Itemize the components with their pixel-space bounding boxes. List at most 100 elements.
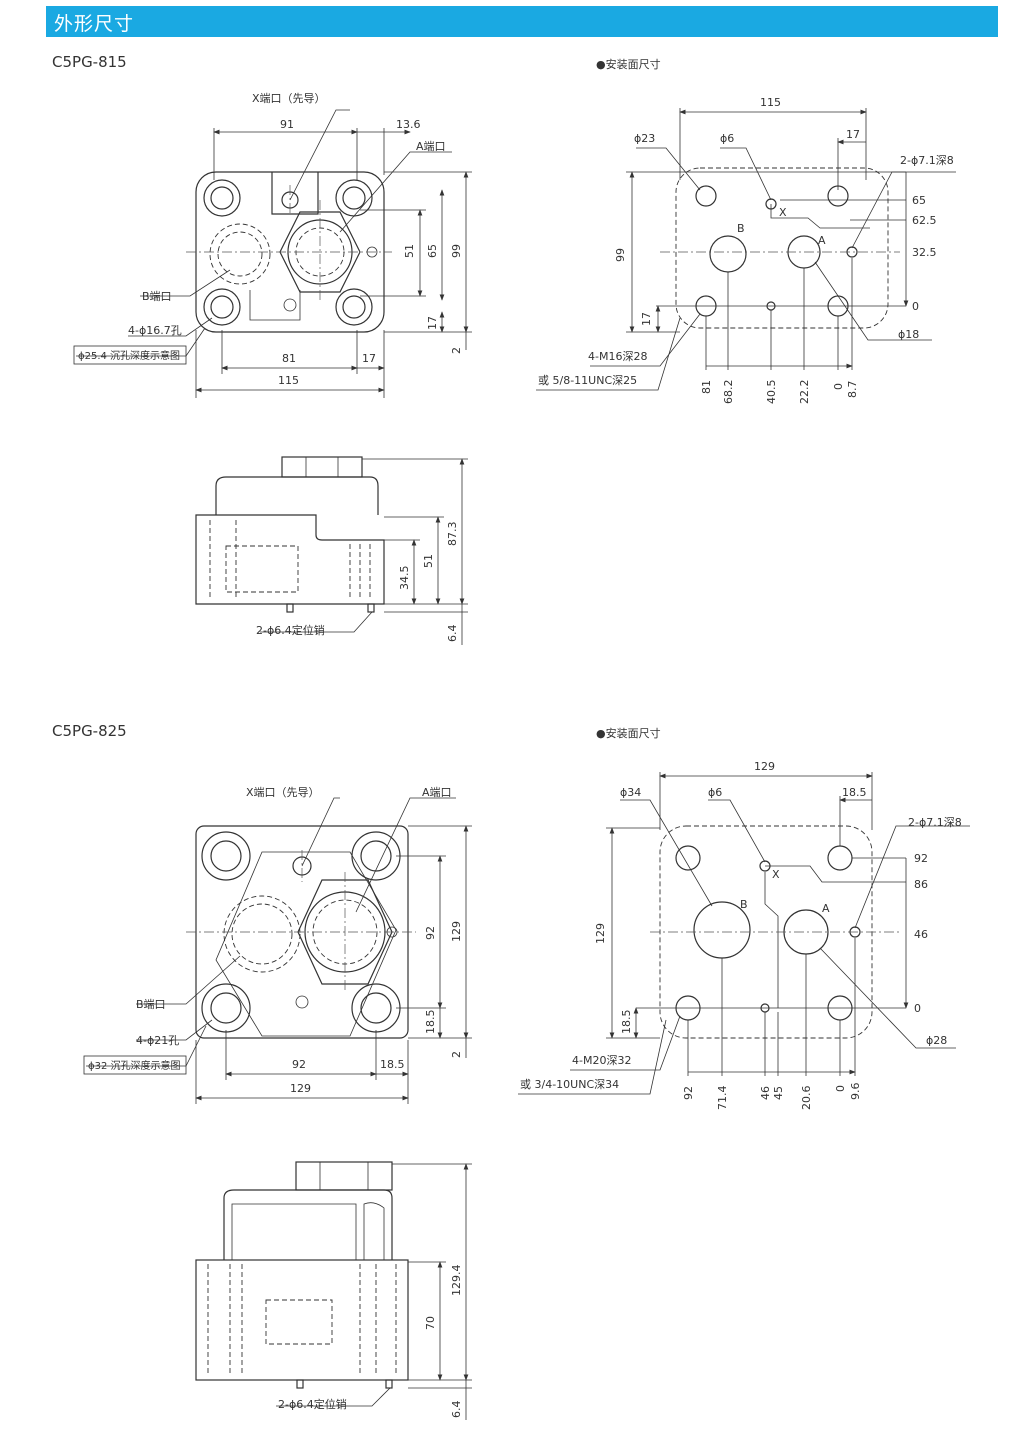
model-1-side-view <box>195 456 468 645</box>
mount-b-port <box>709 235 747 273</box>
mount-1-b-letter: B <box>737 222 745 235</box>
dim-label: 6.4 <box>446 625 459 643</box>
dim-label: 34.5 <box>398 566 411 591</box>
dim-label: 51 <box>422 554 435 568</box>
model-2-x-port-label: X端口（先导） <box>246 786 320 799</box>
locating-pin <box>385 1379 393 1389</box>
dim-label: 129.4 <box>450 1265 463 1297</box>
dim-label: 92 <box>424 926 437 940</box>
dim-label: 17 <box>426 316 439 330</box>
dim-label: 70 <box>424 1316 437 1330</box>
dim-label: 2 <box>450 1051 463 1058</box>
dim-label: 129 <box>754 760 775 773</box>
dim-label: 8.7 <box>846 381 859 399</box>
model-2-mount-title: ●安装面尺寸 <box>596 727 661 740</box>
mount-2-d34: ϕ34 <box>620 786 641 799</box>
model-1-a-port-label: A端口 <box>416 140 446 153</box>
dim-label: 18.5 <box>424 1010 437 1035</box>
dim-label: 129 <box>450 921 463 942</box>
mount-2-unc: 或 3/4-10UNC深34 <box>520 1078 619 1091</box>
section-header-bar: 外形尺寸 <box>46 6 998 37</box>
dim-label: 115 <box>278 374 299 387</box>
dim-label: 99 <box>450 244 463 258</box>
dim-label: 65 <box>426 244 439 258</box>
corner-bolt-hole <box>203 288 241 326</box>
model-2-top-view <box>83 797 472 1104</box>
model-2-b-port-label: B端口 <box>136 998 166 1011</box>
dim-label: 129 <box>290 1082 311 1095</box>
mount-2-x-letter: X <box>772 868 780 881</box>
model-2-pins-label: 2-ϕ6.4定位销 <box>278 1397 347 1411</box>
model-1-holes-label: 4-ϕ16.7孔 <box>128 324 182 337</box>
dim-label: 71.4 <box>716 1086 729 1111</box>
corner-bolt-hole <box>201 983 251 1033</box>
mount-1-d6: ϕ6 <box>720 132 734 145</box>
dim-label: 0 <box>912 300 919 313</box>
mount-bolt-hole <box>827 845 853 871</box>
model-1-mounting-face <box>536 108 956 391</box>
model-2-holes-label: 4-ϕ21孔 <box>136 1034 179 1047</box>
model-1-pins-label: 2-ϕ6.4定位销 <box>256 623 325 637</box>
dim-label: 2 <box>450 347 463 354</box>
body-relief-outline <box>215 851 397 1037</box>
dim-label: 81 <box>282 352 296 365</box>
mount-bolt-hole <box>695 185 717 207</box>
corner-bolt-hole <box>335 288 373 326</box>
side-body-outline <box>195 514 385 605</box>
mount-1-a-letter: A <box>818 234 826 247</box>
dim-label: 91 <box>280 118 294 131</box>
dim-label: 99 <box>614 248 627 262</box>
dim-label: 6.4 <box>450 1401 463 1419</box>
mount-2-d71: 2-ϕ7.1深8 <box>908 816 962 829</box>
dim-label: 20.6 <box>800 1086 813 1111</box>
pilot-boss-outline <box>271 172 319 215</box>
model-2-side-view <box>195 1161 472 1420</box>
model-2-counterbore-label: ϕ32 沉孔深度示意图 <box>88 1059 181 1072</box>
mount-2-d6: ϕ6 <box>708 786 722 799</box>
hex-cap <box>281 456 363 478</box>
dim-label: 22.2 <box>798 380 811 405</box>
hex-cap <box>295 1161 393 1191</box>
mount-1-m16: 4-M16深28 <box>588 350 647 363</box>
locating-pin <box>367 603 375 613</box>
dim-label: 0 <box>832 383 845 390</box>
corner-bolt-hole <box>351 983 401 1033</box>
b-port-hidden-circle <box>209 223 271 285</box>
mount-2-d28: ϕ28 <box>926 1034 947 1047</box>
mount-1-d18: ϕ18 <box>898 328 919 341</box>
mount-1-x-letter: X <box>779 206 787 219</box>
dim-label: 92 <box>292 1058 306 1071</box>
model-1-b-port-label: B端口 <box>142 290 172 303</box>
mount-2-a-letter: A <box>822 902 830 915</box>
dim-label: 17 <box>846 128 860 141</box>
dim-label: 65 <box>912 194 926 207</box>
model-2-a-port-label: A端口 <box>422 786 452 799</box>
corner-bolt-hole <box>335 179 373 217</box>
model-2-mounting-face <box>518 772 970 1095</box>
dim-label: 40.5 <box>765 380 778 405</box>
dim-label: 115 <box>760 96 781 109</box>
dim-label: 62.5 <box>912 214 937 227</box>
section-title: 外形尺寸 <box>54 13 135 35</box>
dim-label: 81 <box>700 380 713 394</box>
dim-label: 86 <box>914 878 928 891</box>
dim-label: 17 <box>362 352 376 365</box>
corner-bolt-hole <box>203 179 241 217</box>
dim-label: 129 <box>594 923 607 944</box>
dim-label: 0 <box>914 1002 921 1015</box>
model-1-name: C5PG-815 <box>52 53 127 71</box>
dim-label: 51 <box>403 244 416 258</box>
dim-label: 46 <box>914 928 928 941</box>
model-1-counterbore-label: ϕ25.4 沉孔深度示意图 <box>78 349 180 362</box>
dim-label: 0 <box>834 1085 847 1092</box>
dim-label: 18.5 <box>620 1010 633 1035</box>
dim-label: 17 <box>640 312 653 326</box>
dim-label: 92 <box>682 1086 695 1100</box>
mount-1-d23: ϕ23 <box>634 132 655 145</box>
dim-label: 45 <box>772 1086 785 1100</box>
locating-pin <box>296 1379 304 1389</box>
corner-bolt-hole <box>351 831 401 881</box>
dim-label: 18.5 <box>842 786 867 799</box>
mount-2-m20: 4-M20深32 <box>572 1054 631 1067</box>
